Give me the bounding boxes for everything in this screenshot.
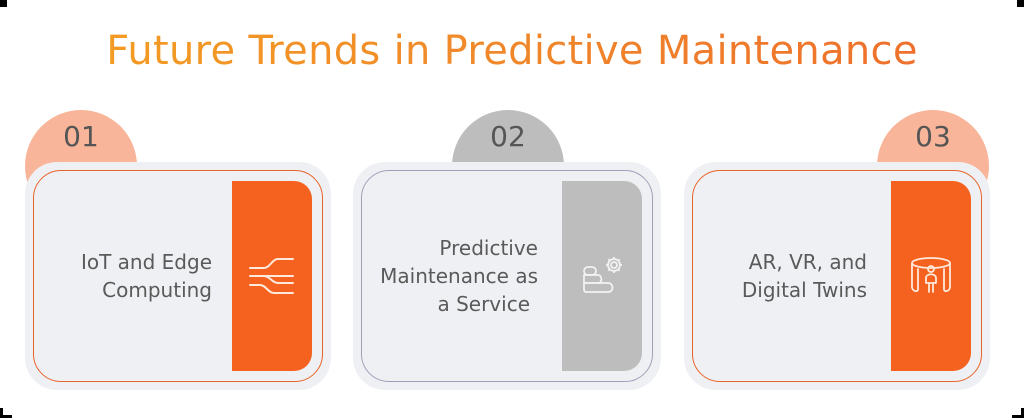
- card-frame: AR, VR, and Digital Twins: [684, 162, 990, 390]
- corner-mark-top-right: [1017, 0, 1024, 7]
- card-label: Predictive Maintenance as a Service: [380, 236, 538, 316]
- virtual-reality-person-icon: [911, 257, 951, 293]
- page-title: Future Trends in Predictive Maintenance: [0, 28, 1024, 74]
- stacked-service-gear-icon: [583, 257, 622, 293]
- icon-panel: [232, 181, 312, 371]
- card-body: IoT and Edge Computing: [33, 170, 323, 382]
- corner-mark-bottom-right: [1021, 408, 1024, 418]
- icon-panel: [891, 181, 971, 371]
- card-label: AR, VR, and Digital Twins: [741, 250, 867, 302]
- card-frame: Predictive Maintenance as a Service: [353, 162, 661, 390]
- card-frame: IoT and Edge Computing: [25, 162, 331, 390]
- icon-panel: [562, 181, 642, 371]
- corner-mark-bottom-left-h: [0, 415, 12, 418]
- corner-mark-top-left: [0, 0, 7, 7]
- card-label: IoT and Edge Computing: [80, 250, 212, 302]
- card-body: AR, VR, and Digital Twins: [692, 170, 982, 382]
- card-body: Predictive Maintenance as a Service: [361, 170, 653, 382]
- corner-mark-bottom-right-h: [1012, 415, 1024, 418]
- corner-mark-bottom-left: [0, 408, 3, 418]
- data-flow-icon: [249, 258, 294, 294]
